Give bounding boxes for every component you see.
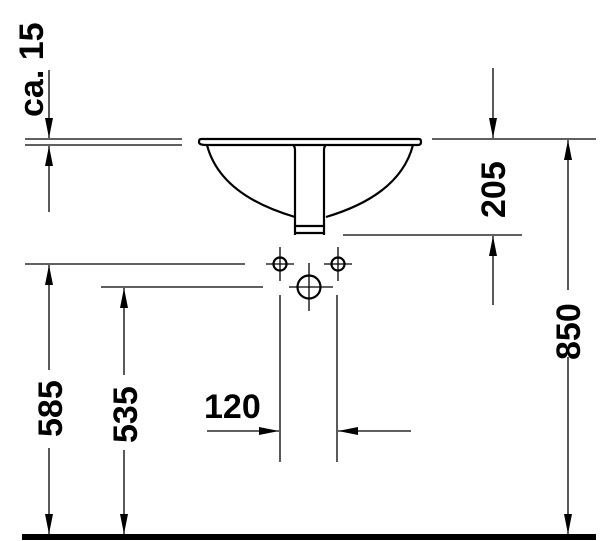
supply-spacing-dimension: 120	[204, 295, 411, 462]
countertop-lines	[25, 138, 596, 146]
basin-depth-label: 205	[475, 161, 513, 218]
supply-height-dimension: 585	[32, 265, 70, 534]
rim-height-label: 850	[550, 303, 588, 360]
rim-thickness-dimension: ca. 15	[13, 22, 53, 212]
supply-height-label: 585	[32, 380, 70, 437]
waste-connection	[289, 263, 333, 311]
rim-thickness-label: ca. 15	[13, 22, 51, 117]
supply-spacing-label: 120	[204, 388, 261, 426]
rim-height-dimension: 850	[550, 140, 588, 534]
washbasin-outline	[197, 137, 423, 235]
supply-connection-left	[266, 247, 294, 281]
waste-height-label: 535	[107, 386, 145, 443]
basin-depth-dimension: 205	[343, 68, 522, 305]
waste-height-dimension: 535	[107, 288, 145, 534]
supply-connection-right	[324, 247, 352, 281]
